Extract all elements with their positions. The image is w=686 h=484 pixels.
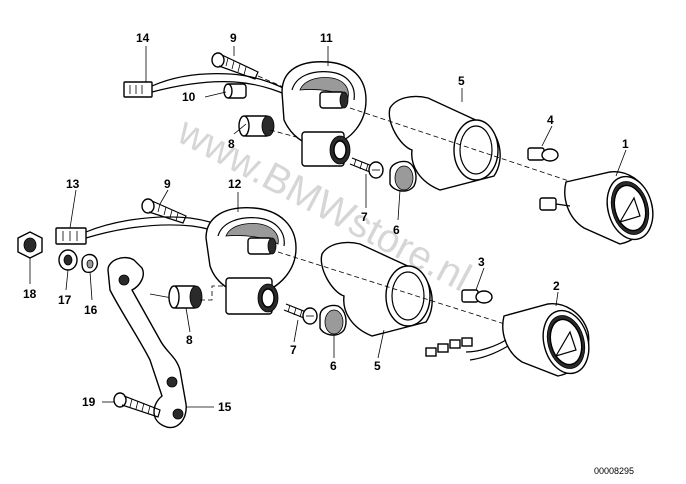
label-3: 3: [478, 255, 485, 269]
instrument-1: [539, 171, 654, 245]
label-1: 1: [622, 137, 629, 151]
label-2: 2: [553, 279, 560, 293]
label-8-lower: 8: [186, 333, 193, 347]
screw-7-lower: [283, 303, 318, 325]
holder-bracket-12: [205, 207, 297, 315]
bulb-3: [461, 289, 493, 304]
screw-7-top: [349, 157, 384, 179]
label-7-lower: 7: [290, 343, 297, 357]
nut-18: [17, 231, 43, 259]
bulb-4: [527, 147, 559, 162]
screw-9-lower: [141, 198, 187, 224]
label-6-top: 6: [393, 223, 400, 237]
grommet-8-top: [238, 115, 301, 139]
cap-6-lower: [319, 304, 347, 336]
label-5-lower: 5: [374, 359, 381, 373]
label-14: 14: [136, 31, 150, 45]
part-labels: 14 9 11 10 5 8 4 1 7 6 13 9 12 3 2 18 17…: [23, 31, 629, 414]
bracket-15: [107, 256, 187, 429]
label-8-top: 8: [228, 137, 235, 151]
cap-6-top: [389, 160, 417, 192]
label-19: 19: [82, 395, 96, 409]
label-16: 16: [84, 303, 98, 317]
lockwasher-16: [81, 253, 98, 273]
label-12: 12: [228, 177, 242, 191]
housing-tube-5-lower: [320, 241, 433, 337]
label-9-top: 9: [230, 31, 237, 45]
screw-19: [113, 392, 161, 418]
label-9-lower: 9: [164, 177, 171, 191]
label-18: 18: [23, 287, 37, 301]
instrument-2: [425, 303, 590, 377]
screw-9-top: [211, 52, 291, 91]
grommet-8-lower: [149, 285, 226, 309]
label-7-top: 7: [361, 210, 368, 224]
label-13: 13: [66, 177, 80, 191]
holder-bracket-11: [281, 61, 367, 167]
label-4: 4: [547, 113, 554, 127]
label-15: 15: [218, 400, 232, 414]
label-6-lower: 6: [330, 359, 337, 373]
bulb-holder-10: [223, 83, 247, 99]
label-17: 17: [58, 293, 72, 307]
connector-14: [123, 73, 303, 103]
label-5-top: 5: [458, 74, 465, 88]
leader-lines: [29, 46, 627, 408]
diagram-code: 00008295: [594, 466, 634, 476]
label-10: 10: [182, 90, 196, 104]
label-11: 11: [320, 31, 333, 45]
washer-17: [58, 249, 78, 271]
